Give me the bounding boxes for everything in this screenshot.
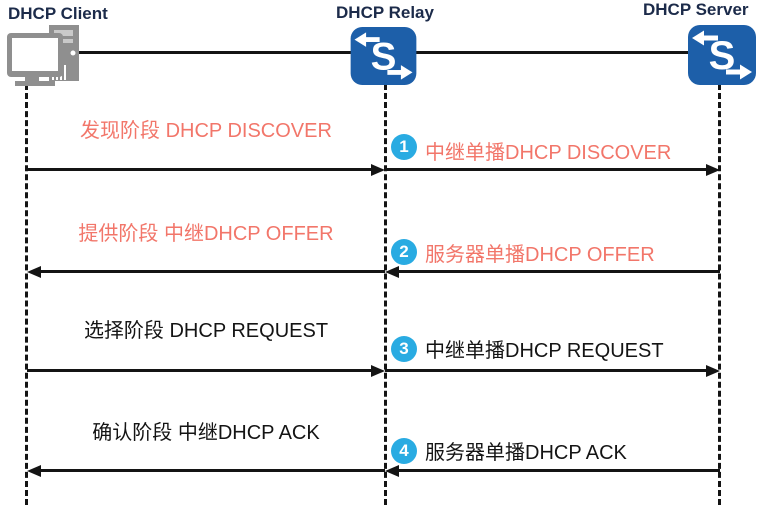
actor-label-server: DHCP Server <box>643 0 749 19</box>
server-lifeline <box>718 84 721 505</box>
arrow-head-left-icon <box>385 464 399 477</box>
step-badge-1: 1 <box>391 134 417 160</box>
phase-label-offer: 提供阶段 中继DHCP OFFER <box>78 223 334 245</box>
phase-label-ack: 确认阶段 中继DHCP ACK <box>92 422 320 444</box>
arrow-head-right-icon <box>706 163 720 176</box>
desktop-computer-icon <box>3 25 87 92</box>
message-line <box>41 270 385 273</box>
step-badge-2: 2 <box>391 239 417 265</box>
message-line <box>385 168 706 171</box>
relay-switch-icon: S <box>350 27 417 90</box>
arrow-head-right-icon <box>706 364 720 377</box>
relay-lifeline <box>384 84 387 505</box>
actor-label-client: DHCP Client <box>8 4 108 23</box>
client-lifeline <box>25 84 28 505</box>
relay-label-request: 中继单播DHCP REQUEST <box>425 340 664 362</box>
arrow-head-right-icon <box>371 163 385 176</box>
relay-label-offer: 服务器单播DHCP OFFER <box>425 244 655 266</box>
message-line <box>385 369 706 372</box>
message-line <box>27 168 371 171</box>
step-badge-3: 3 <box>391 336 417 362</box>
server-switch-icon: S <box>687 25 757 90</box>
arrow-head-right-icon <box>371 364 385 377</box>
message-line <box>399 469 720 472</box>
relay-label-ack: 服务器单播DHCP ACK <box>425 442 627 464</box>
message-line <box>399 270 720 273</box>
actor-label-relay: DHCP Relay <box>336 3 434 22</box>
message-line <box>27 369 371 372</box>
step-badge-4: 4 <box>391 438 417 464</box>
arrow-head-left-icon <box>27 464 41 477</box>
arrow-head-left-icon <box>385 265 399 278</box>
phase-label-request: 选择阶段 DHCP REQUEST <box>83 320 329 342</box>
arrow-head-left-icon <box>27 265 41 278</box>
relay-label-discover: 中继单播DHCP DISCOVER <box>425 142 672 164</box>
message-line <box>41 469 385 472</box>
phase-label-discover: 发现阶段 DHCP DISCOVER <box>80 120 332 142</box>
